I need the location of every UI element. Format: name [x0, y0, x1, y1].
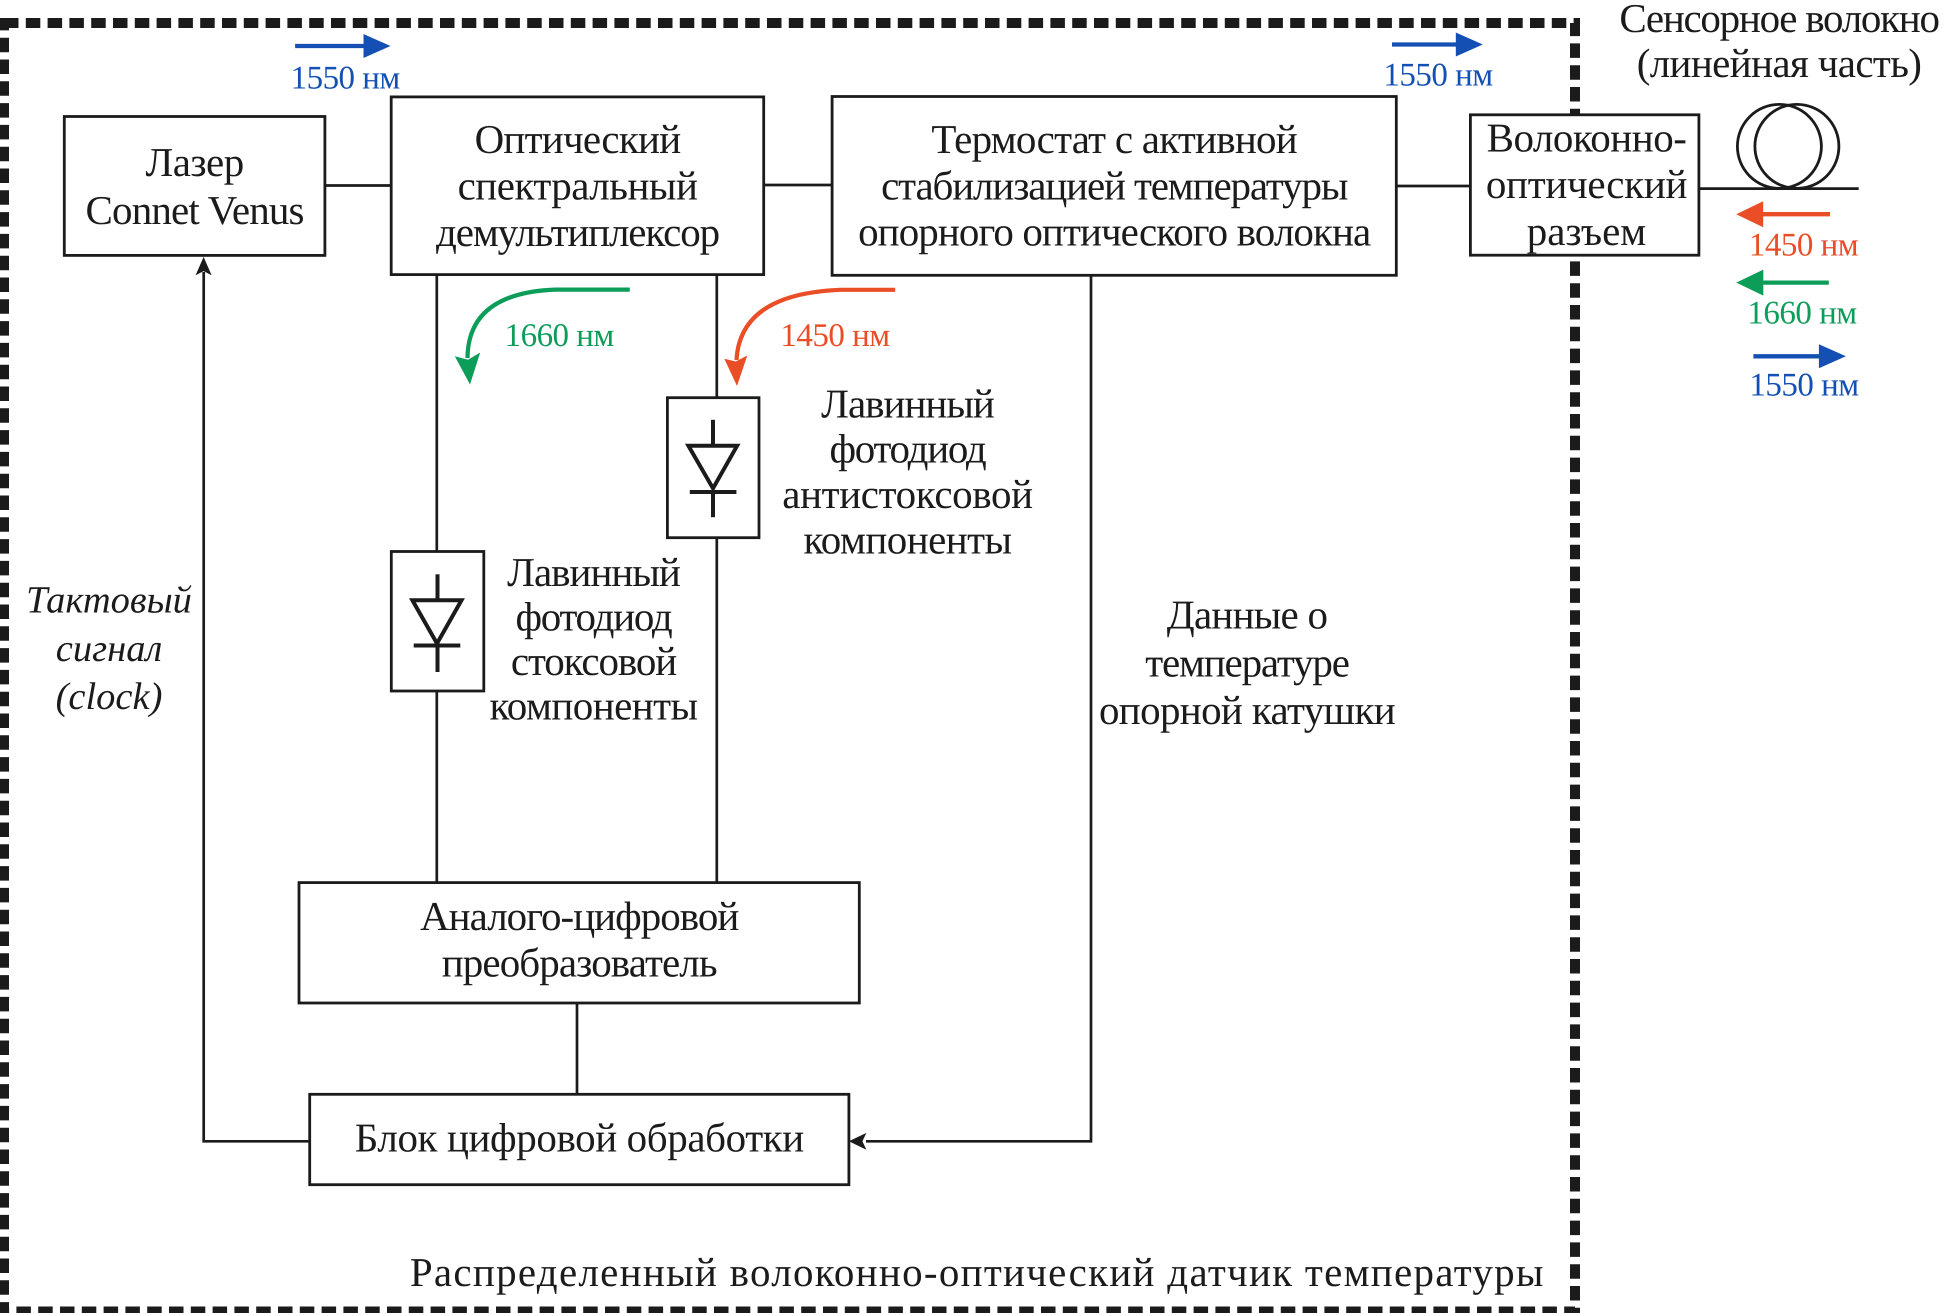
svg-text:Лазер: Лазер	[146, 139, 244, 185]
svg-text:опорной катушки: опорной катушки	[1099, 687, 1395, 733]
svg-text:Connet Venus: Connet Venus	[86, 187, 304, 233]
svg-text:1660 нм: 1660 нм	[1747, 296, 1857, 332]
svg-text:демультиплексор: демультиплексор	[436, 209, 719, 255]
svg-text:Лавинный: Лавинный	[507, 549, 680, 595]
svg-text:фотодиод: фотодиод	[515, 594, 671, 640]
svg-text:(линейная часть): (линейная часть)	[1637, 40, 1922, 86]
svg-text:1550 нм: 1550 нм	[1749, 368, 1859, 404]
svg-text:Распределенный волоконно-оптич: Распределенный волоконно-оптический датч…	[410, 1249, 1545, 1295]
svg-text:опорного оптического волокна: опорного оптического волокна	[858, 209, 1371, 255]
svg-text:разъем: разъем	[1527, 208, 1647, 254]
svg-text:Аналого-цифровой: Аналого-цифровой	[420, 893, 738, 939]
svg-text:Тактовый: Тактовый	[26, 580, 192, 622]
svg-text:компоненты: компоненты	[804, 517, 1012, 563]
svg-text:(clock): (clock)	[56, 676, 163, 718]
svg-text:Блок цифровой обработки: Блок цифровой обработки	[355, 1115, 804, 1161]
svg-text:сигнал: сигнал	[56, 628, 163, 670]
svg-text:Оптический: Оптический	[475, 116, 681, 162]
svg-text:1550 нм: 1550 нм	[291, 61, 401, 97]
svg-text:1550 нм: 1550 нм	[1383, 58, 1493, 94]
svg-text:температуре: температуре	[1145, 639, 1349, 685]
svg-text:оптический: оптический	[1486, 161, 1687, 207]
svg-text:1450 нм: 1450 нм	[1749, 228, 1859, 264]
svg-text:1660 нм: 1660 нм	[505, 318, 615, 354]
svg-text:Волоконно-: Волоконно-	[1487, 115, 1687, 161]
svg-text:Данные о: Данные о	[1167, 592, 1327, 638]
svg-text:Сенсорное волокно: Сенсорное волокно	[1619, 0, 1938, 41]
svg-text:Термостат с активной: Термостат с активной	[931, 116, 1297, 162]
svg-text:стоксовой: стоксовой	[511, 638, 676, 684]
svg-text:1450 нм: 1450 нм	[780, 318, 890, 354]
svg-text:фотодиод: фотодиод	[829, 426, 985, 472]
svg-text:компоненты: компоненты	[490, 682, 698, 728]
svg-text:антистоксовой: антистоксовой	[782, 471, 1033, 517]
svg-text:спектральный: спектральный	[458, 163, 698, 209]
svg-text:преобразователь: преобразователь	[442, 939, 717, 985]
svg-text:стабилизацией температуры: стабилизацией температуры	[881, 162, 1348, 208]
svg-text:Лавинный: Лавинный	[821, 380, 994, 426]
